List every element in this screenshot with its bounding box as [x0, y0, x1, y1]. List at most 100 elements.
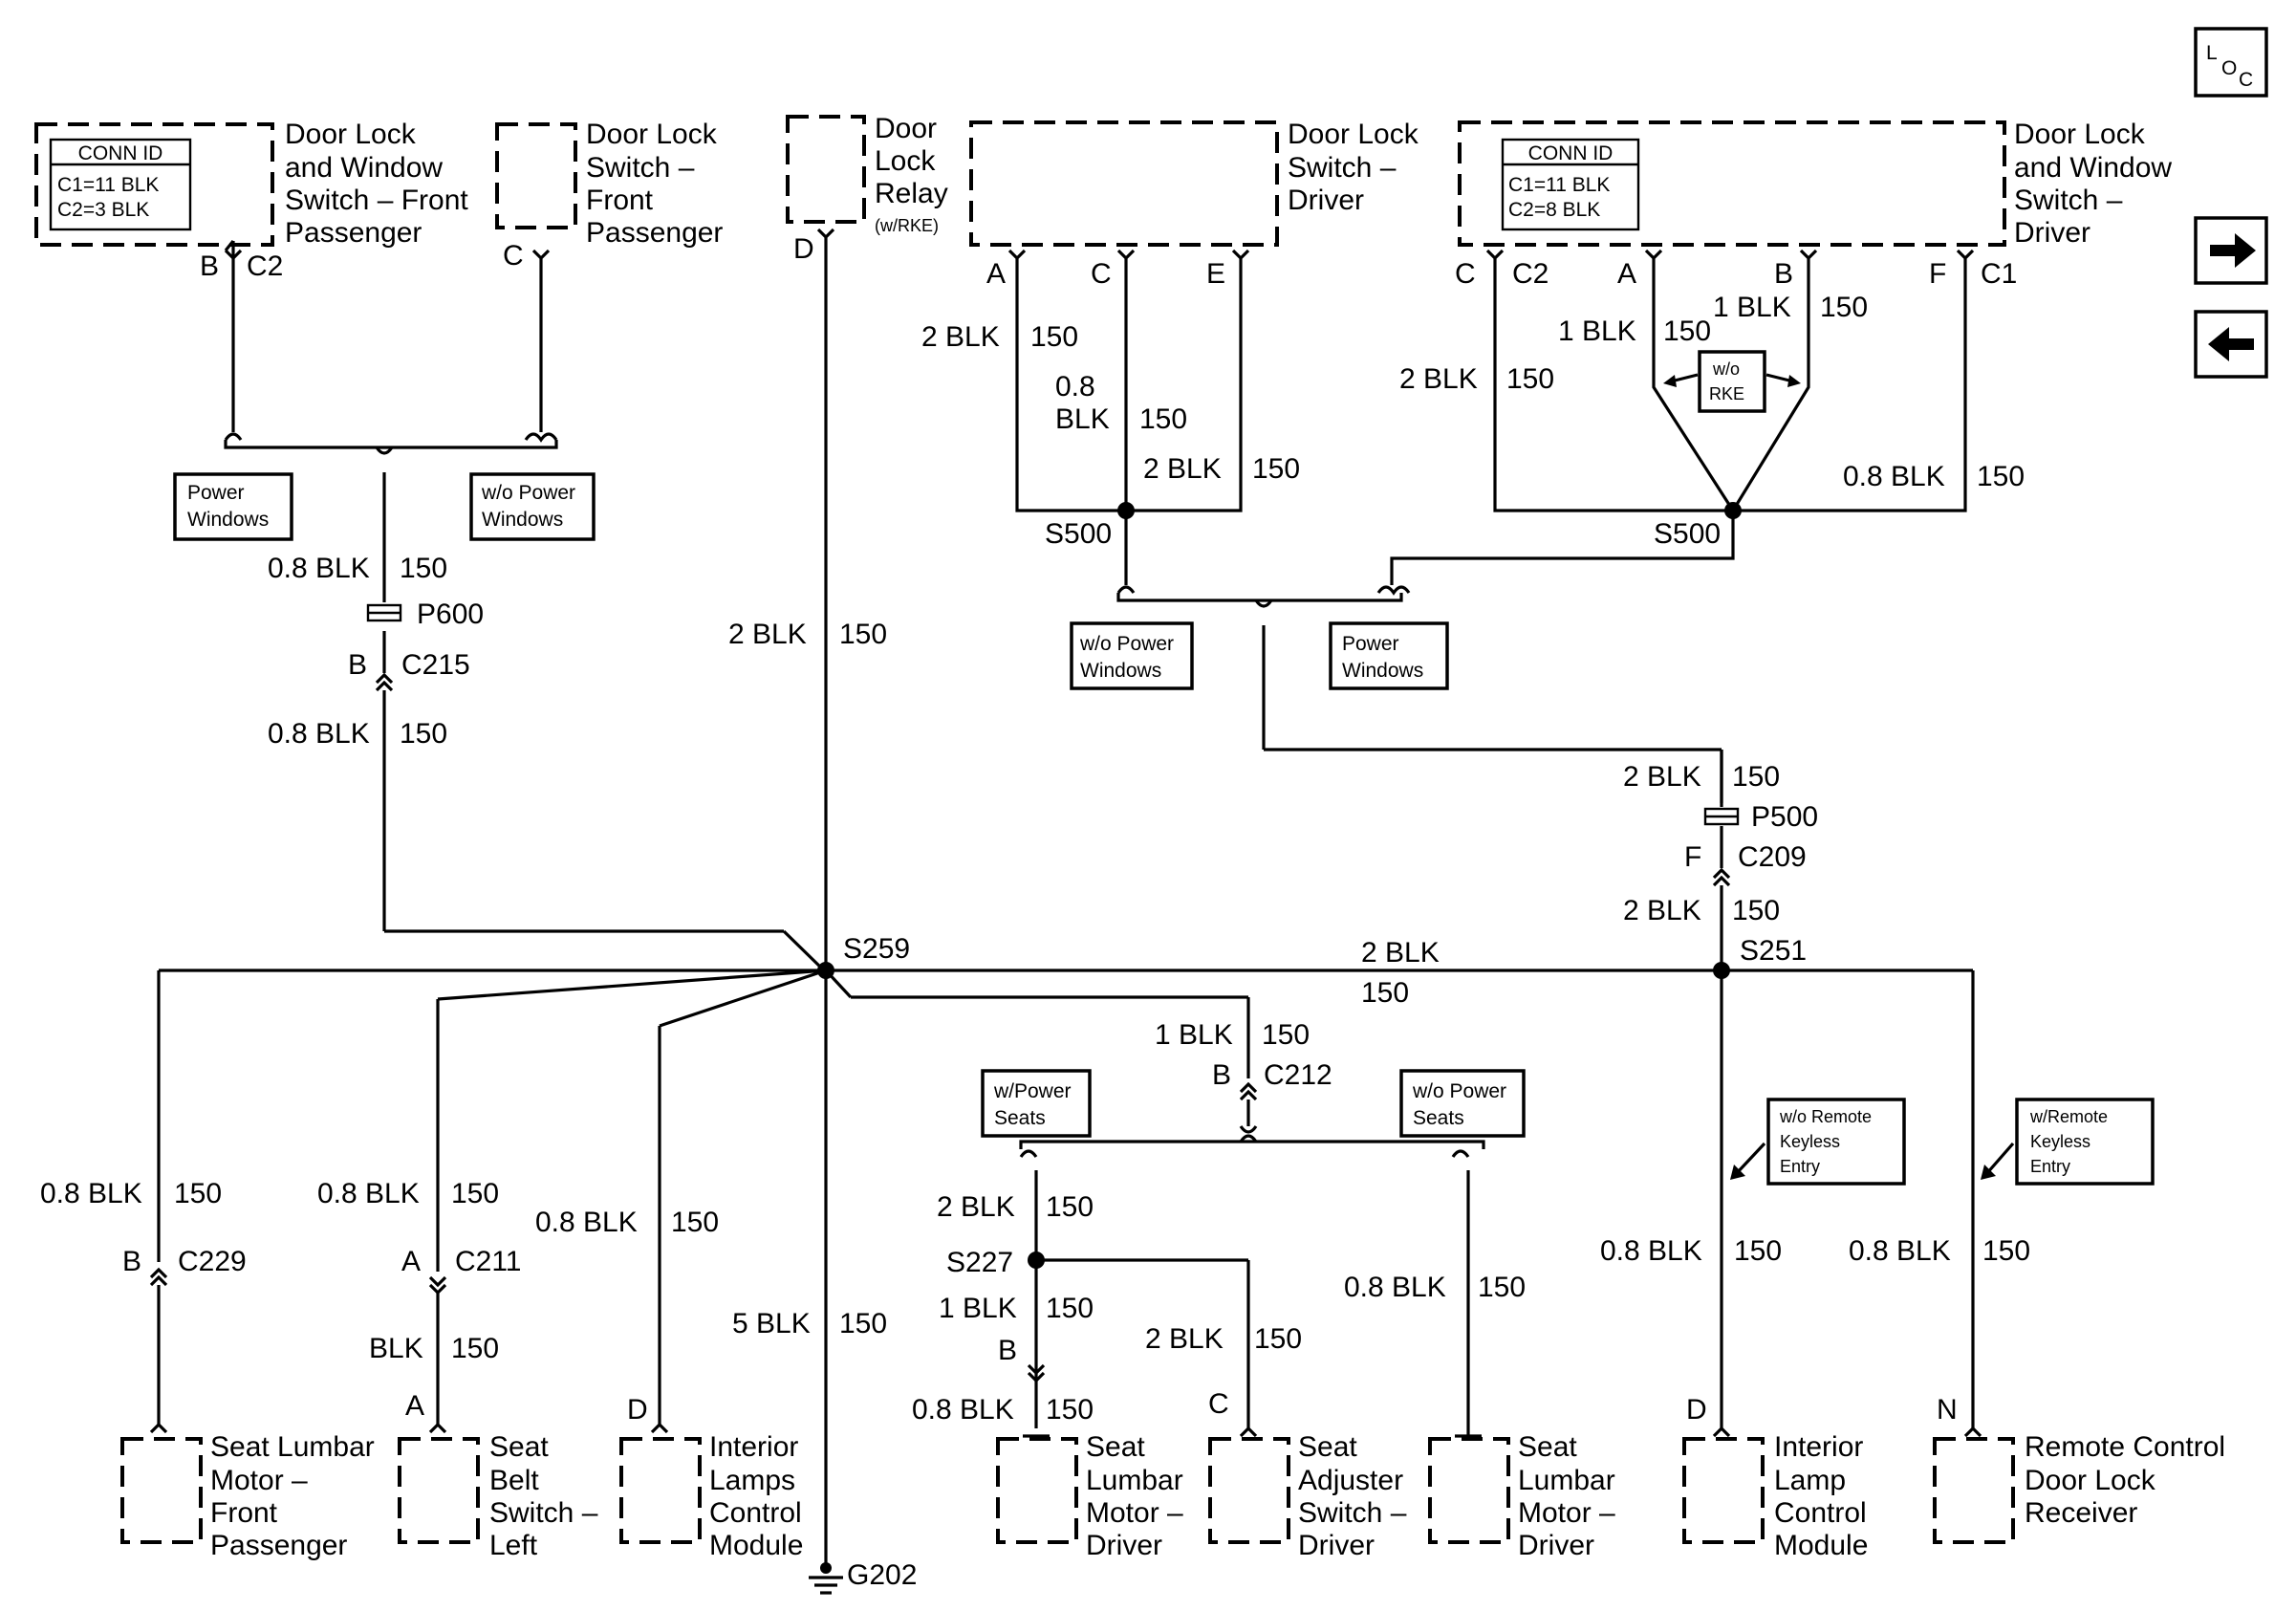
label-dls-driver-1: Door Lock [1288, 119, 1419, 150]
svg-text:Entry: Entry [2030, 1157, 2070, 1176]
wire-label-dls-c-bottom: BLK [1055, 403, 1110, 435]
svg-text:w/Power: w/Power [993, 1080, 1072, 1102]
pin-b-c2-fp: B [200, 250, 219, 282]
wire-circuit-relay: 150 [839, 619, 887, 650]
wire-circuit-s227-bottom: 150 [1046, 1293, 1094, 1324]
component-seat-adjuster-driver: Seat Adjuster Switch – Driver [1208, 1431, 1407, 1561]
svg-text:Control: Control [709, 1497, 802, 1529]
svg-text:Control: Control [1774, 1497, 1867, 1529]
pin-a-dlws-driver: A [1617, 258, 1636, 290]
pin-b-dlws-driver: B [1774, 258, 1793, 290]
pin-e-dls-driver: E [1206, 258, 1225, 290]
pin-c1-dlws-driver: C1 [1981, 258, 2017, 290]
svg-text:Windows: Windows [482, 509, 563, 531]
wire-label-dls-e: 2 BLK [1143, 453, 1222, 485]
wire-circuit-sasd: 150 [1254, 1323, 1302, 1355]
label-c229: C229 [178, 1246, 247, 1277]
svg-text:w/o Remote: w/o Remote [1779, 1107, 1872, 1126]
svg-text:Seat: Seat [1298, 1431, 1357, 1463]
wire-label-slmd: 0.8 BLK [912, 1394, 1014, 1426]
svg-text:Lamps: Lamps [709, 1465, 795, 1496]
svg-text:Left: Left [489, 1530, 538, 1561]
svg-text:Lumbar: Lumbar [1518, 1465, 1615, 1496]
label-dlws-fp-2: and Window [285, 152, 443, 184]
label-dls-driver-3: Driver [1288, 185, 1364, 216]
splice-s500-right [1724, 502, 1742, 519]
component-interior-lamps-cm: Interior Lamps Control Module [619, 1431, 803, 1561]
conn-id-title-left: CONN ID [78, 142, 163, 164]
conn-id-left-line2: C2=3 BLK [57, 199, 149, 221]
svg-text:Motor –: Motor – [210, 1465, 308, 1496]
wire-circuit-c209-bottom: 150 [1732, 895, 1780, 926]
component-remote-receiver: Remote Control Door Lock Receiver [1933, 1431, 2225, 1544]
loc-o: O [2221, 57, 2237, 79]
option-wo-rke: w/o RKE [1663, 350, 1801, 413]
svg-text:RKE: RKE [1709, 384, 1744, 403]
circuit-power-seats [1034, 1170, 1482, 1438]
wire-circuit-sbs: 150 [451, 1178, 499, 1209]
svg-text:Belt: Belt [489, 1465, 539, 1496]
label-s259: S259 [843, 933, 910, 965]
svg-text:w/o: w/o [1712, 359, 1740, 379]
next-page-button[interactable] [2194, 216, 2268, 285]
prev-page-button[interactable] [2194, 310, 2268, 379]
pin-f-c209: F [1684, 841, 1701, 873]
conn-id-box-left [49, 138, 192, 231]
svg-text:Keyless: Keyless [2030, 1132, 2090, 1151]
component-seat-lumbar-driver-a: Seat Lumbar Motor – Driver [996, 1431, 1183, 1561]
wire-label-relay: 2 BLK [728, 619, 807, 650]
pin-d-ilcm-right: D [1686, 1394, 1707, 1426]
wire-circuit-p600-top: 150 [400, 553, 447, 584]
svg-text:Module: Module [709, 1530, 803, 1561]
svg-text:Windows: Windows [187, 509, 269, 531]
svg-text:w/o Power: w/o Power [1079, 633, 1174, 655]
label-relay-1: Door [875, 113, 937, 144]
svg-text:Seat Lumbar: Seat Lumbar [210, 1431, 375, 1463]
pin-c-dlws-driver: C [1455, 258, 1476, 290]
svg-text:Switch –: Switch – [1298, 1497, 1407, 1529]
wire-label-c209-bottom: 2 BLK [1623, 895, 1701, 926]
label-relay-3: Relay [875, 178, 948, 209]
svg-text:Seat: Seat [489, 1431, 549, 1463]
wire-label-dlws-f: 0.8 BLK [1843, 461, 1945, 492]
pin-a-sbs: A [405, 1390, 424, 1422]
loc-button[interactable]: L O C [2194, 27, 2268, 98]
svg-text:Driver: Driver [1298, 1530, 1375, 1561]
svg-text:Motor –: Motor – [1086, 1497, 1183, 1529]
conn-id-box-right [1501, 138, 1640, 231]
label-dls-driver-2: Switch – [1288, 152, 1397, 184]
circuit-relay-to-ground [816, 228, 835, 1565]
pin-a-c211: A [401, 1246, 421, 1277]
label-s500-right: S500 [1654, 518, 1721, 550]
wire-circuit-slm-fp: 150 [174, 1178, 222, 1209]
arrow-left-icon [2208, 327, 2254, 361]
label-s227: S227 [946, 1247, 1013, 1278]
pin-c-sasd: C [1208, 1388, 1229, 1420]
wire-label-dlws-a: 1 BLK [1558, 316, 1636, 347]
wire-label-dlws-c: 2 BLK [1399, 363, 1478, 395]
svg-text:Keyless: Keyless [1780, 1132, 1840, 1151]
wire-circuit-dlws-c: 150 [1506, 363, 1554, 395]
pin-b-c229: B [122, 1246, 141, 1277]
arrow-down-left-icon [1984, 1142, 2015, 1176]
loc-c: C [2239, 69, 2253, 91]
option-wo-power-windows-center: w/o Power Windows [1070, 621, 1194, 690]
svg-text:Power: Power [1342, 633, 1399, 655]
option-w-power-seats: w/Power Seats [981, 1069, 1092, 1138]
arrow-down-left-icon [1734, 1142, 1766, 1176]
pin-c-dls-fp: C [503, 240, 524, 272]
wire-label-rcdl: 0.8 BLK [1849, 1235, 1951, 1267]
label-p600: P600 [417, 599, 484, 630]
svg-text:w/o Power: w/o Power [481, 482, 575, 504]
wire-circuit-dlws-f: 150 [1977, 461, 2025, 492]
wire-label-s227-top: 2 BLK [937, 1191, 1015, 1223]
option-power-windows-center: Power Windows [1329, 621, 1449, 690]
label-dlws-driver-3: Switch – [2014, 185, 2123, 216]
c212-symbol [1239, 1081, 1258, 1101]
wire-label-dlws-b: 1 BLK [1713, 292, 1791, 323]
option-w-remote-keyless: w/Remote Keyless Entry [1981, 1098, 2155, 1186]
svg-text:Passenger: Passenger [210, 1530, 347, 1561]
wire-circuit-ilcm: 150 [671, 1207, 719, 1238]
component-dls-driver: Door Lock Switch – Driver [969, 119, 1419, 247]
pin-d-ilcm: D [627, 1394, 648, 1426]
